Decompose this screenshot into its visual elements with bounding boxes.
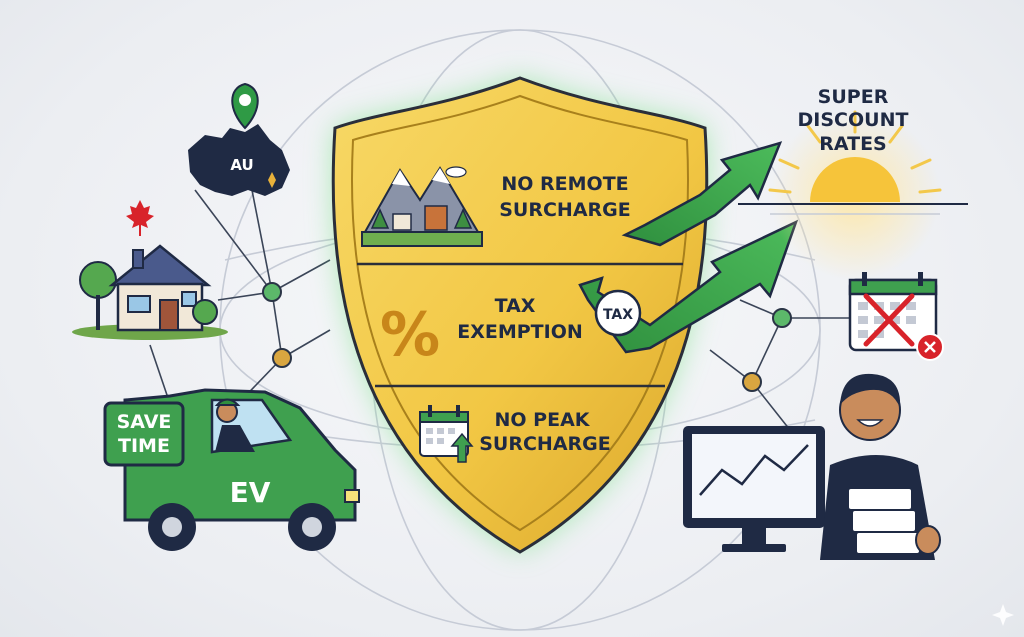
rates-label-line-3: RATES [819,133,886,155]
percent-icon: % [380,300,440,370]
calendar-icon [419,405,474,463]
shield-top-line-1: NO REMOTE [501,173,628,195]
shield-mid-line-2: EXEMPTION [457,321,583,343]
shield-bottom-line-1: NO PEAK [495,409,591,431]
sparkle-icon [992,604,1014,626]
save-time-sign [103,401,185,467]
map-label: AU [230,156,253,174]
person-illustration [820,373,941,560]
rates-label-line-2: DISCOUNT [798,109,909,131]
shield-mid-line-1: TAX [495,295,536,317]
calendar-cancel-icon [848,272,944,361]
house-icon [72,244,228,340]
ev-badge: EV [230,476,271,509]
maple-leaf-icon [126,200,154,236]
mountain-icon [361,166,483,247]
van-icon: SAVE TIME EV [103,388,360,551]
tax-badge: TAX [594,289,642,337]
shield-bottom-line-2: SURCHARGE [479,433,611,455]
tax-badge-label: TAX [603,307,633,323]
van-sign-line-1: SAVE [117,411,172,433]
shield-top-line-2: SURCHARGE [499,199,631,221]
map-pin-icon [231,82,259,130]
network-nodes [262,282,792,392]
monitor-chart-icon [683,426,825,552]
sun-icon [738,110,968,280]
van-sign-line-2: TIME [118,435,170,457]
rates-label-line-1: SUPER [818,86,889,108]
location-marker-icon [268,172,276,188]
australia-map: AU [188,82,290,196]
